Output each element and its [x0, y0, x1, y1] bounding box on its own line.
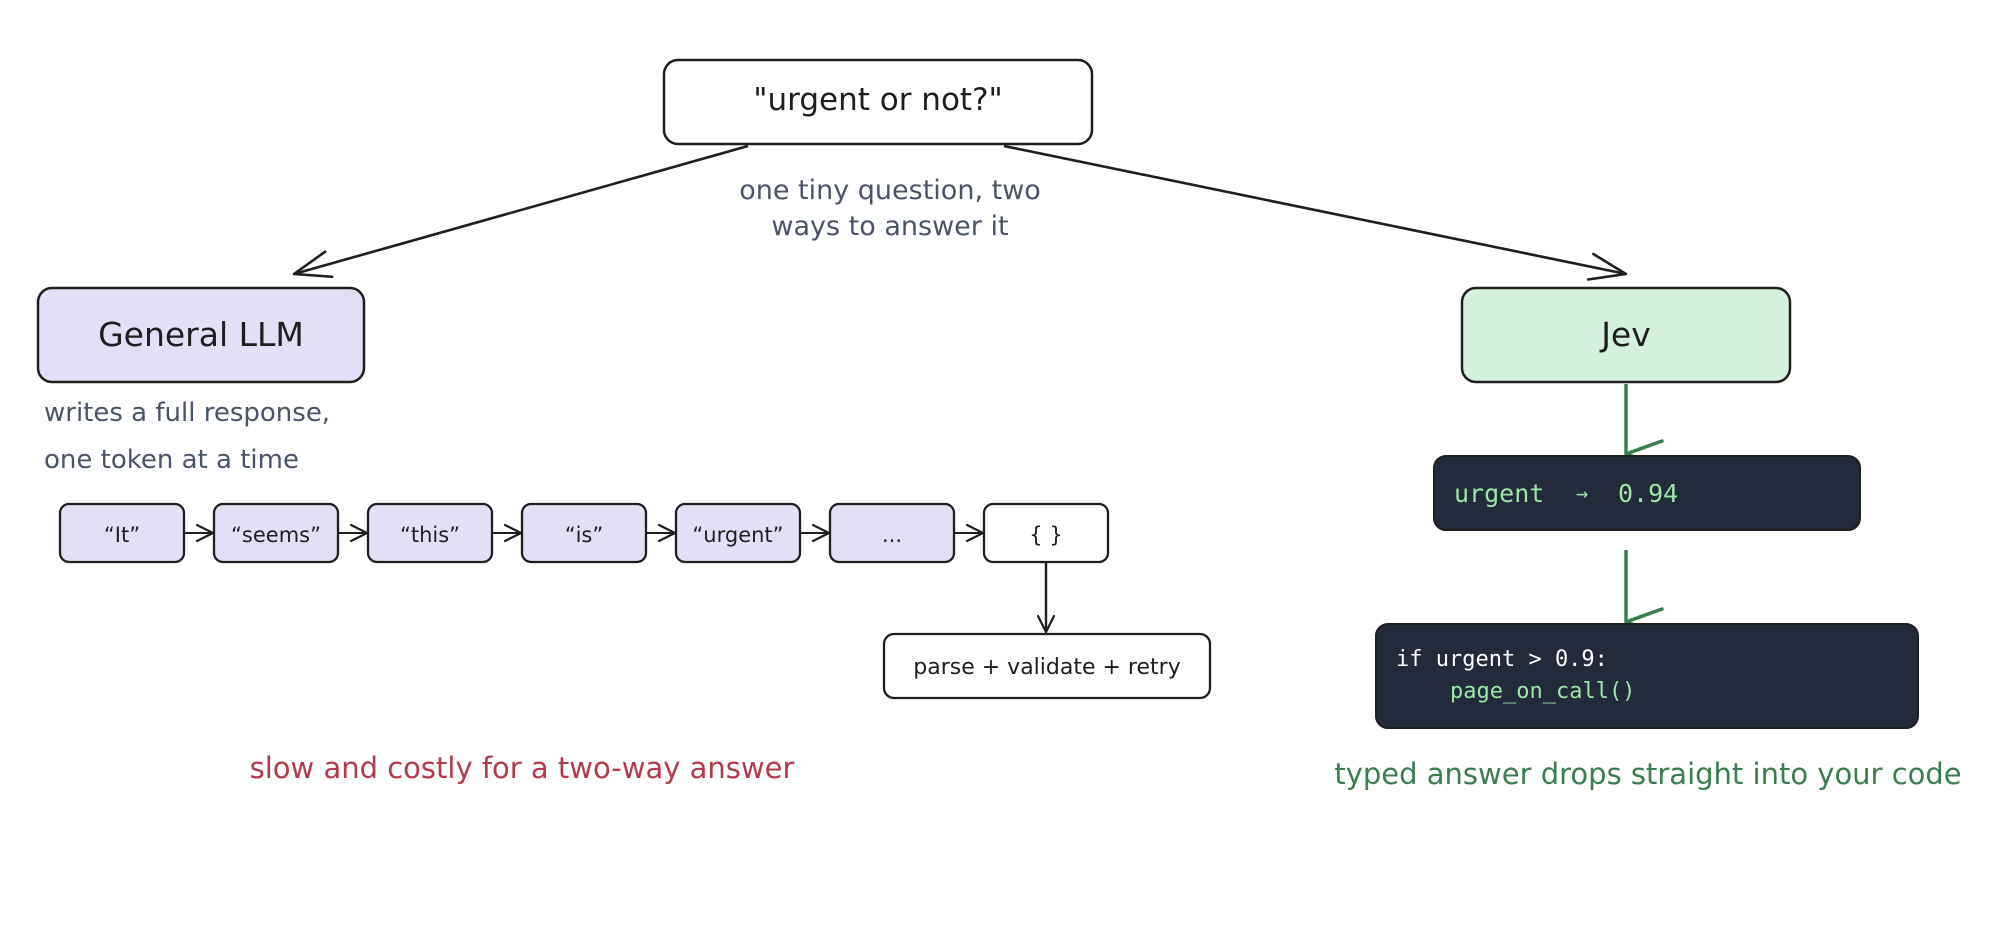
token-label: ... — [882, 523, 902, 547]
token-box — [828, 502, 956, 564]
question-note-line2: ways to answer it — [771, 211, 1008, 242]
token-chain: “It” “seems” “this” “is” “urgent”... { } — [58, 502, 1110, 564]
arrow-to-jev — [1003, 144, 1628, 281]
general-llm-box — [36, 286, 366, 384]
token-label: “this” — [400, 523, 460, 547]
token-label: “urgent” — [692, 523, 783, 547]
general-llm-title: General LLM — [98, 315, 304, 354]
token-box — [212, 502, 340, 564]
right-verdict: typed answer drops straight into your co… — [1334, 757, 1961, 791]
question-note-line1: one tiny question, two — [739, 175, 1041, 206]
parse-validate-retry-box — [882, 632, 1212, 700]
token-label: “It” — [104, 523, 140, 547]
token-box — [366, 502, 494, 564]
token-box — [520, 502, 648, 564]
typed-output-arrow: → — [1576, 481, 1588, 505]
typed-output-value: 0.94 — [1618, 479, 1678, 508]
code-line-2: page_on_call() — [1450, 679, 1635, 704]
arrow-to-general-llm — [292, 144, 749, 279]
question-label: "urgent or not?" — [753, 82, 1003, 118]
code-panel — [1375, 623, 1919, 729]
token-box — [58, 502, 186, 564]
general-llm-note-line1: writes a full response, — [44, 398, 330, 428]
token-label: “seems” — [231, 523, 321, 547]
left-verdict: slow and costly for a two-way answer — [250, 751, 795, 785]
typed-output-panel — [1433, 455, 1861, 531]
jev-box — [1460, 286, 1792, 384]
general-llm-note-line2: one token at a time — [44, 445, 299, 475]
token-label: { } — [1029, 523, 1062, 547]
token-box — [674, 502, 802, 564]
jev-title: Jev — [1599, 315, 1651, 354]
question-box — [662, 58, 1094, 146]
code-line-1: if urgent > 0.9: — [1396, 647, 1608, 672]
parse-validate-retry-label: parse + validate + retry — [913, 655, 1180, 680]
typed-output-key: urgent — [1454, 479, 1544, 508]
token-label: “is” — [565, 523, 604, 547]
